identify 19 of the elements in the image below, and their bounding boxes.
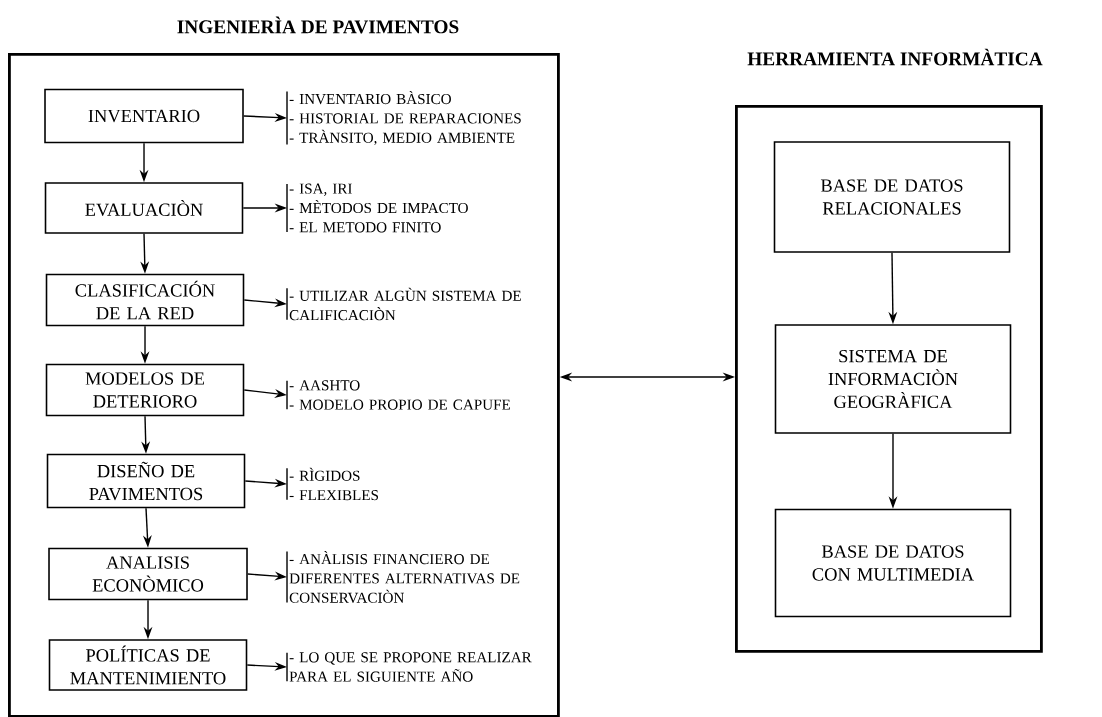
process-box: SISTEMA DE INFORMACIÒN GEOGRÀFICA — [774, 324, 1012, 434]
process-box: ANALISIS ECONÒMICO — [48, 547, 248, 601]
process-box: MODELOS DE DETERIORO — [45, 363, 245, 417]
bullet-list: - ANÀLISIS FINANCIERO DE DIFERENTES ALTERNATIVAS DE CONSERVACIÒN — [286, 550, 520, 604]
process-box: POLÍTICAS DE MANTENIMIENTO — [48, 639, 248, 691]
node-label: HERRAMIENTA INFORMÀTICA — [747, 48, 1043, 66]
bullet-list: - AASHTO - MODELO PROPIO DE CAPUFE — [286, 379, 510, 411]
process-box: EVALUACIÒN — [44, 182, 244, 234]
bullet-list: - LO QUE SE PROPONE REALIZAR PARA EL SIGUIENTE AÑO — [286, 651, 532, 683]
bullet-list: - UTILIZAR ALGÙN SISTEMA DE CALIFICACIÒN — [286, 287, 521, 321]
process-box: CLASIFICACIÓN DE LA RED — [45, 273, 245, 327]
process-box: INVENTARIO — [44, 88, 244, 144]
bullet-list: - ISA, IRI - MÈTODOS DE IMPACTO - EL METODO FINITO — [286, 183, 468, 233]
node-label: INGENIERÌA DE PAVIMENTOS — [177, 16, 459, 34]
process-box: DISEÑO DE PAVIMENTOS — [46, 453, 246, 509]
process-box: BASE DE DATOS RELACIONALES — [773, 141, 1011, 253]
bullet-list: - RÌGIDOS - FLEXIBLES — [286, 467, 378, 501]
bullet-list: - INVENTARIO BÀSICO - HISTORIAL DE REPARACIONES - TRÀNSITO, MEDIO AMBIENTE — [286, 90, 521, 146]
process-box: BASE DE DATOS CON MULTIMEDIA — [774, 508, 1012, 618]
